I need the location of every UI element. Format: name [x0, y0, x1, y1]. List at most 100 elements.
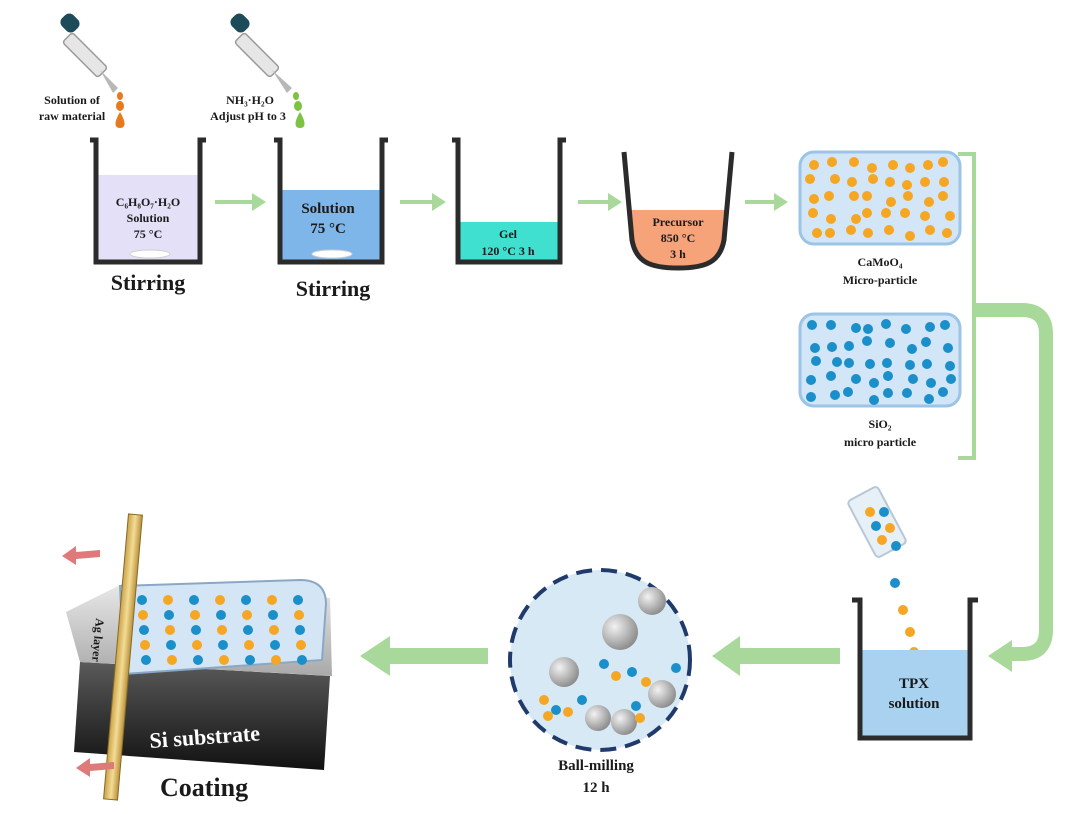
- blue-particle: [826, 320, 836, 330]
- orange-particle: [826, 214, 836, 224]
- orange-particle: [903, 191, 913, 201]
- coating-particle: [216, 610, 226, 620]
- bracket-arrow-icon: [958, 152, 1053, 672]
- orange-particle: [884, 225, 894, 235]
- orange-particle: [900, 208, 910, 218]
- blue-particle: [945, 361, 955, 371]
- blue-particle: [832, 357, 842, 367]
- blue-particle: [827, 342, 837, 352]
- orange-particle: [888, 160, 898, 170]
- orange-particle: [924, 197, 934, 207]
- coating-particle: [243, 625, 253, 635]
- blue-particle: [921, 337, 931, 347]
- blue-particle: [922, 359, 932, 369]
- orange-particle: [920, 211, 930, 221]
- blue-particle: [826, 371, 836, 381]
- arrow-right-icon: [215, 193, 266, 211]
- blue-particle: [883, 371, 893, 381]
- orange-particle: [881, 208, 891, 218]
- coating-particle: [163, 595, 173, 605]
- arrow-right-icon: [400, 193, 446, 211]
- blue-particle: [881, 319, 891, 329]
- particle-2-line2: micro particle: [844, 435, 917, 449]
- beaker-3-line1: Gel: [499, 227, 518, 241]
- blue-particle: [862, 336, 872, 346]
- particle-1-line2: Micro-particle: [843, 273, 918, 287]
- blue-particle: [863, 324, 873, 334]
- orange-particle: [886, 197, 896, 207]
- arrow-left-icon: [360, 636, 488, 676]
- orange-particle: [862, 191, 872, 201]
- beaker-1-line3: 75 °C: [134, 227, 162, 241]
- blue-particle: [926, 378, 936, 388]
- dropper-1-label-line1: Solution of: [44, 93, 101, 107]
- blue-particle: [865, 359, 875, 369]
- blue-particle: [830, 390, 840, 400]
- beaker-1-line1: C₆H₈O₇·H₂O: [116, 195, 180, 209]
- pouring-tube-icon: [847, 486, 919, 657]
- camoo4-particle-panel: [798, 150, 962, 246]
- blue-particle: [843, 387, 853, 397]
- blue-particle: [851, 374, 861, 384]
- blue-particle: [940, 320, 950, 330]
- coating-particle: [193, 655, 203, 665]
- coating-particle: [241, 595, 251, 605]
- coating-particle: [270, 640, 280, 650]
- orange-particle: [905, 163, 915, 173]
- orange-particle: [824, 191, 834, 201]
- coating-particle: [296, 640, 306, 650]
- coating-particle: [141, 655, 151, 665]
- blue-particle: [806, 392, 816, 402]
- crucible-icon: [621, 151, 735, 271]
- tpx-line2: solution: [889, 696, 941, 712]
- blue-particle: [946, 374, 956, 384]
- blue-particle: [807, 320, 817, 330]
- ag-layer-label: Ag layer: [89, 618, 107, 663]
- tpx-beaker-icon: [852, 597, 978, 741]
- beaker-2-line1: Solution: [301, 201, 355, 217]
- particle-2-line1: SiO₂: [869, 417, 892, 431]
- beaker-1-icon: [90, 137, 206, 265]
- orange-particle: [849, 191, 859, 201]
- coating-particle: [294, 610, 304, 620]
- particle-1-line1: CaMoO₄: [858, 255, 903, 269]
- coating-particle: [165, 625, 175, 635]
- coating-particle: [271, 655, 281, 665]
- orange-particle: [938, 191, 948, 201]
- ballmill-line1: Ball-milling: [558, 758, 634, 774]
- blue-particle: [902, 388, 912, 398]
- blue-particle: [924, 394, 934, 404]
- coating-caption: Coating: [160, 773, 248, 802]
- blue-particle: [882, 358, 892, 368]
- blue-particle: [943, 343, 953, 353]
- coating-particle: [139, 625, 149, 635]
- beaker-2-icon: [274, 137, 388, 265]
- arrow-right-icon: [578, 193, 622, 211]
- coating-particle: [192, 640, 202, 650]
- coating-particle: [189, 595, 199, 605]
- orange-particle: [920, 177, 930, 187]
- beaker-2-line2: 75 °C: [310, 221, 346, 237]
- coating-particle: [245, 655, 255, 665]
- coating-particle: [191, 625, 201, 635]
- orange-particle: [805, 174, 815, 184]
- coating-particle: [242, 610, 252, 620]
- orange-particle: [809, 160, 819, 170]
- coating-particle: [295, 625, 305, 635]
- orange-particle: [867, 163, 877, 173]
- coating-particle: [267, 595, 277, 605]
- coating-particle: [219, 655, 229, 665]
- arrow-right-icon: [745, 193, 788, 211]
- beaker-3-icon: [452, 137, 566, 265]
- orange-particle: [945, 211, 955, 221]
- dropper-2-label-line1: NH₃·H₂O: [226, 93, 274, 107]
- orange-particle: [925, 225, 935, 235]
- orange-particle: [812, 228, 822, 238]
- dropper-2-icon: [230, 13, 305, 128]
- blue-particle: [938, 387, 948, 397]
- coating-particle: [164, 610, 174, 620]
- blue-particle: [907, 344, 917, 354]
- crucible-line1: Precursor: [652, 215, 704, 229]
- orange-particle: [849, 157, 859, 167]
